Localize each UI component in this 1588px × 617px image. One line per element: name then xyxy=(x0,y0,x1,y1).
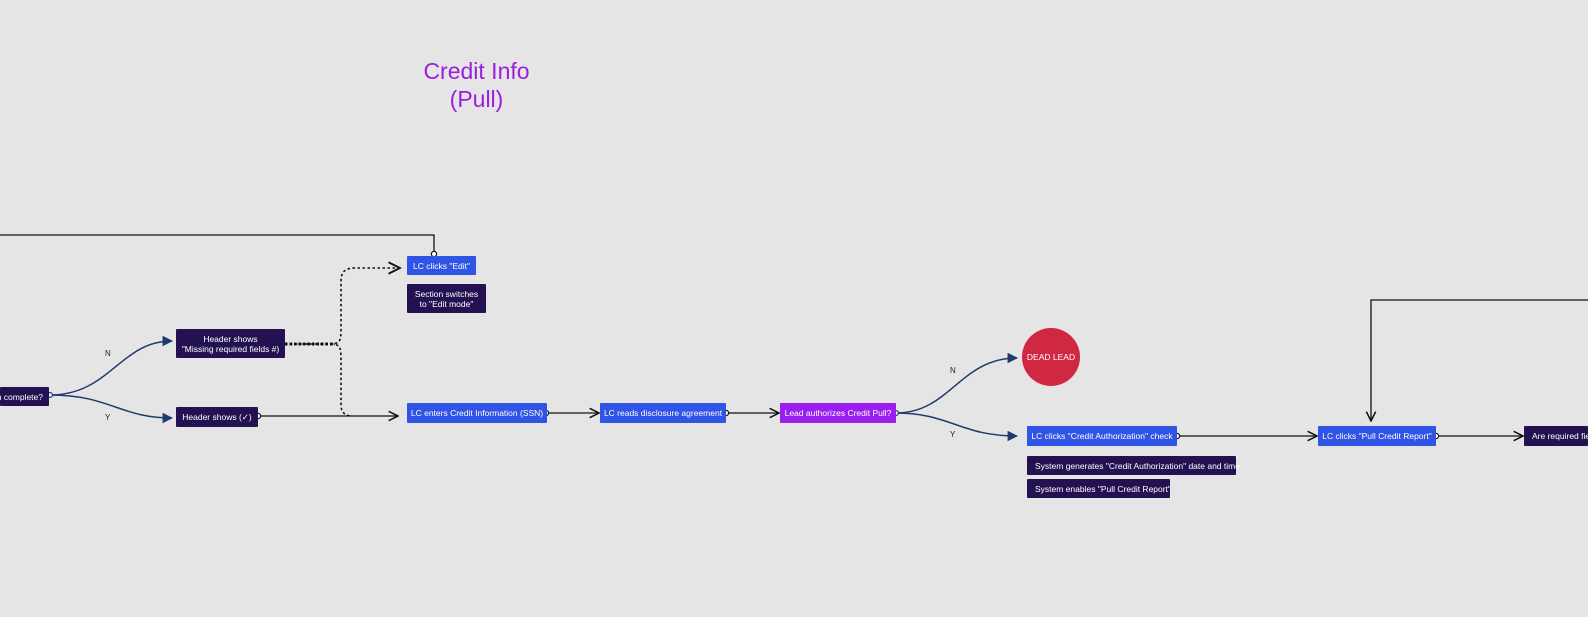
edge-label-no: N xyxy=(950,366,956,375)
node-system-generates[interactable]: System generates "Credit Authorization" … xyxy=(1027,456,1240,475)
node-lc-clicks-pull-report[interactable]: LC clicks "Pull Credit Report" xyxy=(1318,426,1436,446)
decision-node-complete[interactable]: n complete? xyxy=(0,387,49,406)
loop-connector-pull xyxy=(1371,299,1588,421)
node-lc-enters-credit[interactable]: LC enters Credit Information (SSN) xyxy=(407,403,547,423)
node-are-required-fields[interactable]: Are required fiel xyxy=(1524,426,1588,446)
connector-no-header-missing xyxy=(49,335,174,396)
dotted-connector-edit xyxy=(285,268,400,345)
node-system-enables[interactable]: System enables "Pull Credit Report" xyxy=(1027,479,1171,498)
node-header-check[interactable]: Header shows (✓) xyxy=(176,407,258,427)
decision-node-lead-authorizes[interactable]: Lead authorizes Credit Pull? xyxy=(780,403,896,423)
connector-yes-credit-auth xyxy=(895,412,1019,442)
node-lc-clicks-credit-auth[interactable]: LC clicks "Credit Authorization" check xyxy=(1027,426,1177,446)
section-title: Credit Info (Pull) xyxy=(423,58,530,112)
dotted-connector-credit xyxy=(330,343,353,417)
node-section-switches[interactable]: Section switches to "Edit mode" xyxy=(407,284,486,313)
node-header-missing-fields[interactable]: Header shows "Missing required fields #) xyxy=(176,329,285,358)
connector-no-dead-lead xyxy=(895,352,1019,414)
connector-yes-header-check xyxy=(49,394,174,424)
edge-label-no: N xyxy=(105,349,111,358)
edge-label-yes: Y xyxy=(105,413,111,422)
loop-connector-edit xyxy=(0,234,435,253)
edge-label-yes: Y xyxy=(950,430,956,439)
node-lc-clicks-edit[interactable]: LC clicks "Edit" xyxy=(407,256,476,275)
node-lc-reads-disclosure[interactable]: LC reads disclosure agreement xyxy=(600,403,726,423)
terminal-node-dead-lead[interactable]: DEAD LEAD xyxy=(1022,328,1080,386)
